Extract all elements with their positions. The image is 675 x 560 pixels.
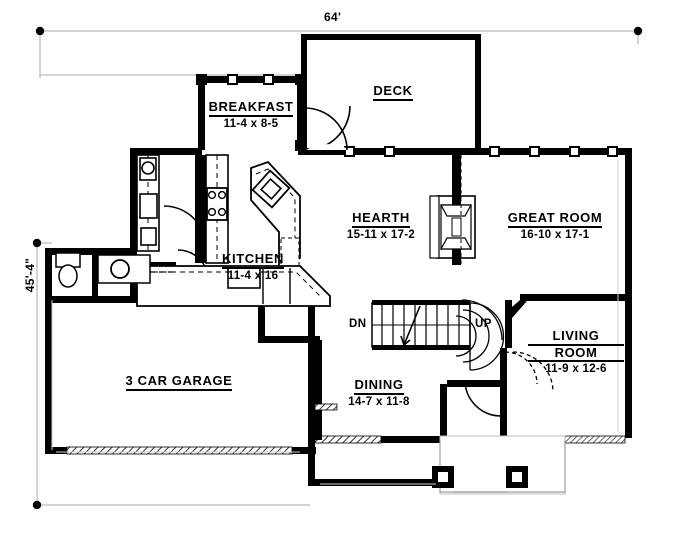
overall-depth-dimension: 45'-4" [23, 257, 37, 293]
stair-label-down: DN [349, 318, 367, 330]
powder-room-fixtures [55, 252, 176, 288]
stair-label-up: UP [475, 318, 492, 330]
deck-outline [301, 34, 481, 154]
front-porch [432, 435, 566, 495]
dimension-endpoints [32, 26, 643, 510]
kitchen-fixtures [136, 154, 331, 307]
hearth-furniture [429, 155, 462, 265]
footprint-guides [51, 160, 619, 485]
staircase [371, 300, 505, 371]
garage-service-door [314, 403, 338, 411]
overall-width-dimension: 64' [324, 10, 342, 24]
windows [196, 74, 618, 157]
